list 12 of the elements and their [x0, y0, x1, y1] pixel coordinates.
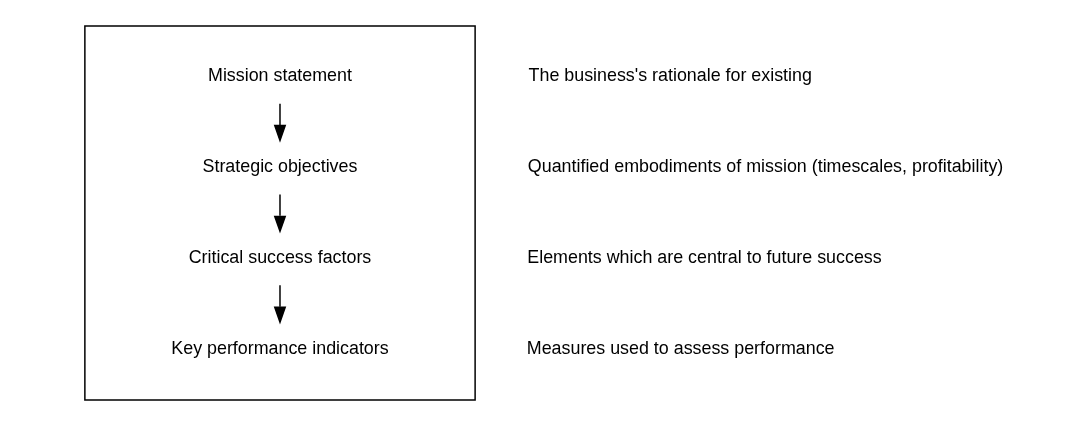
label: Measures used to assess performance [526, 337, 835, 358]
arrow [273, 102, 286, 143]
label: Quantified embodiments of mission (timescales, profitability) [527, 156, 1003, 177]
arrow [273, 193, 286, 234]
arrow [273, 284, 286, 325]
label: The business's rationale for existing [528, 65, 812, 86]
node-text: Key performance indicators [170, 337, 389, 358]
node-text: Critical success factors [188, 247, 371, 268]
node-text: Mission statement [207, 65, 352, 86]
label: Elements which are central to future success [526, 247, 882, 268]
node-text: Strategic objectives [202, 156, 357, 177]
cluster [83, 25, 476, 401]
